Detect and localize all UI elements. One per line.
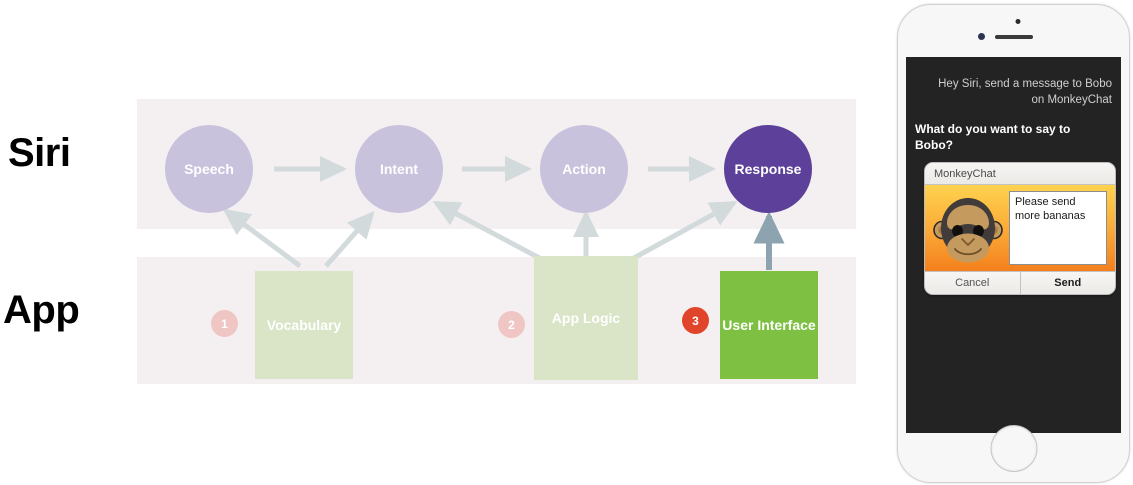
cancel-button[interactable]: Cancel bbox=[955, 277, 990, 289]
step-badge-1: 1 bbox=[211, 310, 238, 337]
message-text-input[interactable]: Please send more bananas bbox=[1009, 191, 1107, 265]
siri-assistant-reply: What do you want to say to Bobo? bbox=[915, 122, 1071, 153]
node-vocabulary[interactable]: Vocabulary bbox=[255, 271, 353, 379]
node-intent[interactable]: Intent bbox=[355, 125, 443, 213]
proximity-sensor-icon bbox=[978, 33, 985, 40]
phone-screen: Hey Siri, send a message to Bobo on Monk… bbox=[906, 57, 1121, 433]
dialog-body: Please send more bananas bbox=[925, 185, 1115, 271]
dialog-button-row: Cancel Send bbox=[925, 271, 1115, 294]
node-action[interactable]: Action bbox=[540, 125, 628, 213]
phone-mockup: Hey Siri, send a message to Bobo on Monk… bbox=[897, 4, 1130, 483]
send-button[interactable]: Send bbox=[1019, 272, 1116, 294]
step-badge-2: 2 bbox=[498, 311, 525, 338]
earpiece-speaker-icon bbox=[994, 35, 1033, 39]
monkeychat-dialog: MonkeyChat bbox=[924, 162, 1116, 295]
row-label-app: App bbox=[3, 288, 80, 332]
front-camera-icon bbox=[1015, 19, 1021, 24]
node-speech[interactable]: Speech bbox=[165, 125, 253, 213]
node-response[interactable]: Response bbox=[724, 125, 812, 213]
dialog-title: MonkeyChat bbox=[925, 163, 1115, 185]
arrow-layer bbox=[222, 156, 785, 273]
row-label-siri: Siri bbox=[8, 131, 71, 175]
node-app-logic[interactable]: App Logic bbox=[534, 256, 638, 380]
step-badge-3: 3 bbox=[682, 307, 709, 334]
monkey-avatar-icon bbox=[933, 192, 1003, 264]
siri-user-query: Hey Siri, send a message to Bobo on Monk… bbox=[938, 78, 1112, 106]
diagram-canvas: Siri App bbox=[3, 99, 856, 384]
home-button[interactable] bbox=[990, 425, 1037, 472]
node-user-interface[interactable]: User Interface bbox=[720, 271, 818, 379]
